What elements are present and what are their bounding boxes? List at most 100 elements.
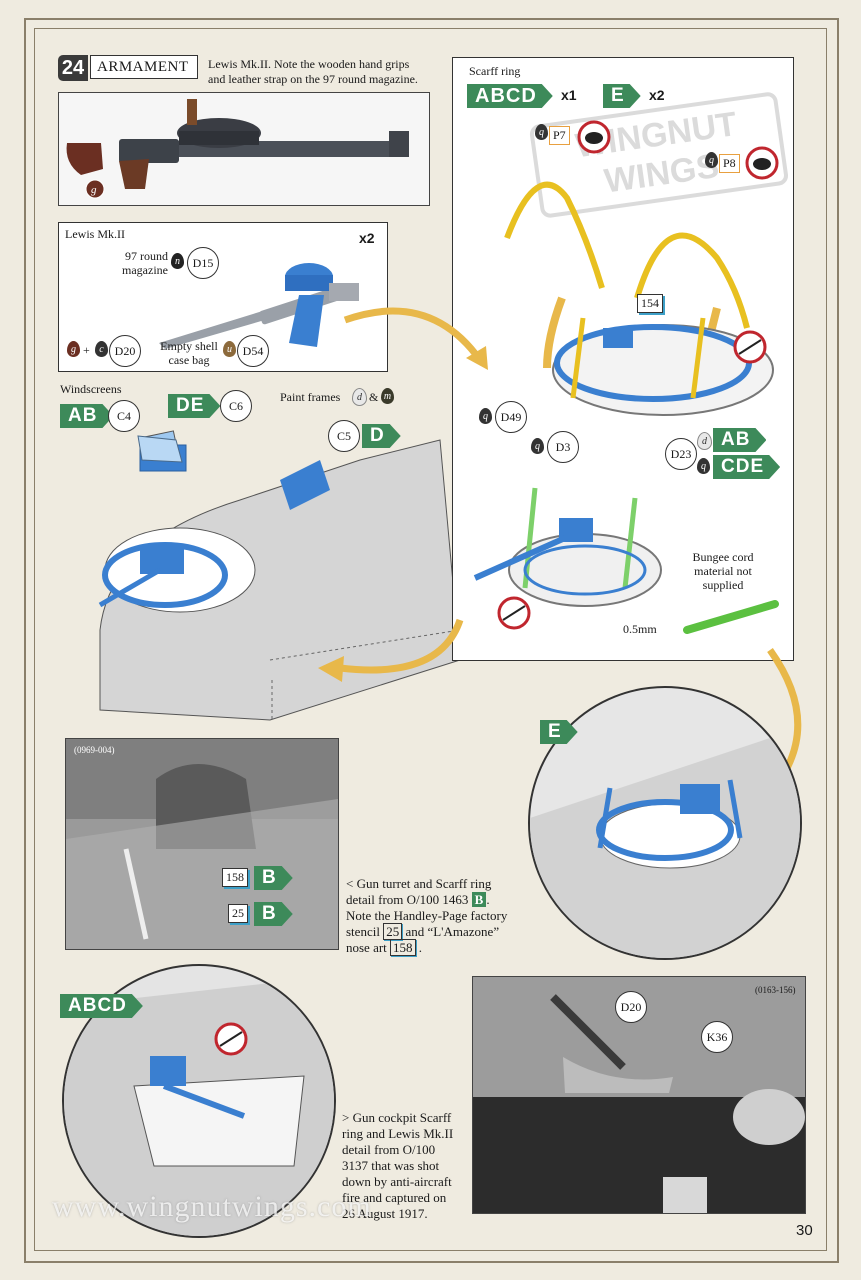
tag-ab-windscreen: AB (60, 404, 113, 428)
caption-1-line-2-text: detail from O/100 1463 (346, 892, 469, 907)
paint-frames-label: Paint frames (280, 390, 341, 404)
caption-2-line-2: ring and Lewis Mk.II (342, 1126, 454, 1141)
caption-1-line-1: < Gun turret and Scarff ring (346, 876, 492, 891)
scarff-arches-drawing (504, 181, 750, 369)
intro-note-line-1: Lewis Mk.II. Note the wooden hand grips (208, 57, 410, 71)
prohibit-sign-p7-icon (577, 120, 611, 154)
left-paint-drop-2: c (95, 341, 108, 357)
callout-158: 158 (222, 868, 248, 887)
prohibit-sign-assembly-icon (497, 596, 531, 630)
detail-abcd-drawing (64, 976, 334, 1236)
arrow-to-scarff-icon (343, 307, 488, 370)
paint-frames-drop-d: d (352, 388, 367, 406)
paint-frames-amp: & (369, 390, 379, 404)
photo-gun-turret: (0969-004) (65, 738, 339, 950)
d3-paint-drop: q (531, 438, 544, 454)
bungee-size: 0.5mm (623, 622, 657, 636)
caption-1-line-2: detail from O/100 1463 B. (346, 892, 522, 908)
photo-1-ref: (0969-004) (74, 745, 115, 755)
scarff-title: Scarff ring (469, 64, 521, 78)
windscreens-title: Windscreens (60, 382, 122, 396)
bag-label: Empty shell case bag (155, 339, 223, 367)
part-p7: P7 (549, 126, 570, 145)
windscreen-c4-part (137, 435, 183, 463)
arrow-to-nose-icon (318, 618, 464, 682)
plus-sign: + (83, 343, 90, 357)
photo-2-ref: (0163-156) (755, 985, 796, 995)
page-border-outer (24, 18, 839, 1263)
caption-1-line-3: Note the Handley-Page factory (346, 908, 508, 923)
photo-gun-turret-art (66, 739, 338, 949)
page-border-inner (34, 28, 827, 1251)
bungee-line-2: material not (694, 564, 752, 578)
paint-frames-drop-m: m (381, 388, 394, 404)
intro-note-line-2: and leather strap on the 97 round magazi… (208, 72, 418, 86)
scarff-ring-drawing (552, 317, 774, 416)
caption-1-line-4-end: and “L'Amazone” (405, 924, 500, 939)
lewis-parts-box: Lewis Mk.II x2 97 round magazine n D15 g… (58, 222, 388, 372)
scarff-assembly-drawing (473, 487, 662, 607)
caption-1-line-5-end: . (418, 940, 423, 955)
part-d20: D20 (109, 335, 141, 367)
photo-captured-cockpit: (0163-156) D20 K36 (472, 976, 806, 1214)
caption-cockpit: > Gun cockpit Scarff ring and Lewis Mk.I… (342, 1110, 466, 1222)
d23-paint-cde: q (697, 458, 710, 474)
tag-abcd-scarff: ABCD (467, 84, 553, 108)
p7-paint-drop: q (535, 124, 548, 140)
caption-1-stencil-num: 25 (383, 923, 403, 940)
caption-1-badge-b1: B (471, 892, 487, 907)
lewis-gun-photo: g (58, 92, 430, 206)
part-c4: C4 (108, 400, 140, 432)
lewis-box-title: Lewis Mk.II (65, 227, 125, 241)
prohibit-sign-detail-icon (214, 1022, 248, 1056)
scarff-ring-box: Scarff ring ABCD x1 E x2 WINGNUT WINGS q… (452, 57, 794, 661)
tag-abcd-detail: ABCD (60, 994, 143, 1018)
part-d54: D54 (237, 335, 269, 367)
caption-1-nose-num: 158 (390, 939, 416, 956)
caption-2-line-7: 26 August 1917. (342, 1206, 428, 1221)
bag-paint-drop: u (223, 341, 236, 357)
website-watermark: www.wingnutwings.com (52, 1190, 372, 1223)
callout-k36: K36 (701, 1021, 733, 1053)
scarff-qty-abcd: x1 (561, 87, 577, 103)
gun-photo-paint-code: g (91, 184, 97, 196)
tag-de-windscreen: DE (168, 394, 220, 418)
detail-e-drawing (530, 728, 800, 958)
prohibit-sign-p8-icon (745, 146, 779, 180)
callout-25-tag: B (254, 902, 293, 926)
page-number: 30 (796, 1222, 813, 1239)
d23-paint-ab: d (697, 432, 712, 450)
caption-1-line-5: nose art 158 . (346, 939, 522, 956)
caption-2-line-5: down by anti-aircraft (342, 1174, 452, 1189)
scarff-qty-e: x2 (649, 87, 665, 103)
caption-1-line-4: stencil 25 and “L'Amazone” (346, 923, 522, 940)
caption-gun-turret: < Gun turret and Scarff ring detail from… (346, 876, 522, 956)
part-d15: D15 (187, 247, 219, 279)
section-title: ARMAMENT (90, 55, 198, 79)
bag-label-line-2: case bag (168, 353, 210, 367)
prohibit-sign-ring-icon (733, 330, 767, 364)
caption-2-line-1: > Gun cockpit Scarff (342, 1110, 452, 1125)
part-c5: C5 (328, 420, 360, 452)
lewis-gun-part-drawing (159, 263, 359, 349)
left-paint-drop-1: g (67, 341, 80, 357)
bungee-label: Bungee cord material not supplied (681, 550, 765, 592)
magazine-label: 97 round magazine (114, 249, 168, 277)
caption-1-line-5-text: nose art (346, 940, 387, 955)
magazine-label-line-2: magazine (122, 263, 168, 277)
bungee-line-3: supplied (702, 578, 744, 592)
photo-captured-cockpit-art (473, 977, 805, 1213)
part-c6: C6 (220, 390, 252, 422)
detail-e-circle (528, 686, 802, 960)
len-154: 154 (637, 294, 663, 313)
step-number: 24 (58, 55, 88, 81)
tag-cde-d23: CDE (713, 455, 780, 479)
part-p8: P8 (719, 154, 740, 173)
bag-label-line-1: Empty shell (160, 339, 218, 353)
part-d3: D3 (547, 431, 579, 463)
bungee-cord-icon (683, 600, 779, 634)
p8-paint-drop: q (705, 152, 718, 168)
part-d23: D23 (665, 438, 697, 470)
caption-2-line-4: 3137 that was shot (342, 1158, 440, 1173)
